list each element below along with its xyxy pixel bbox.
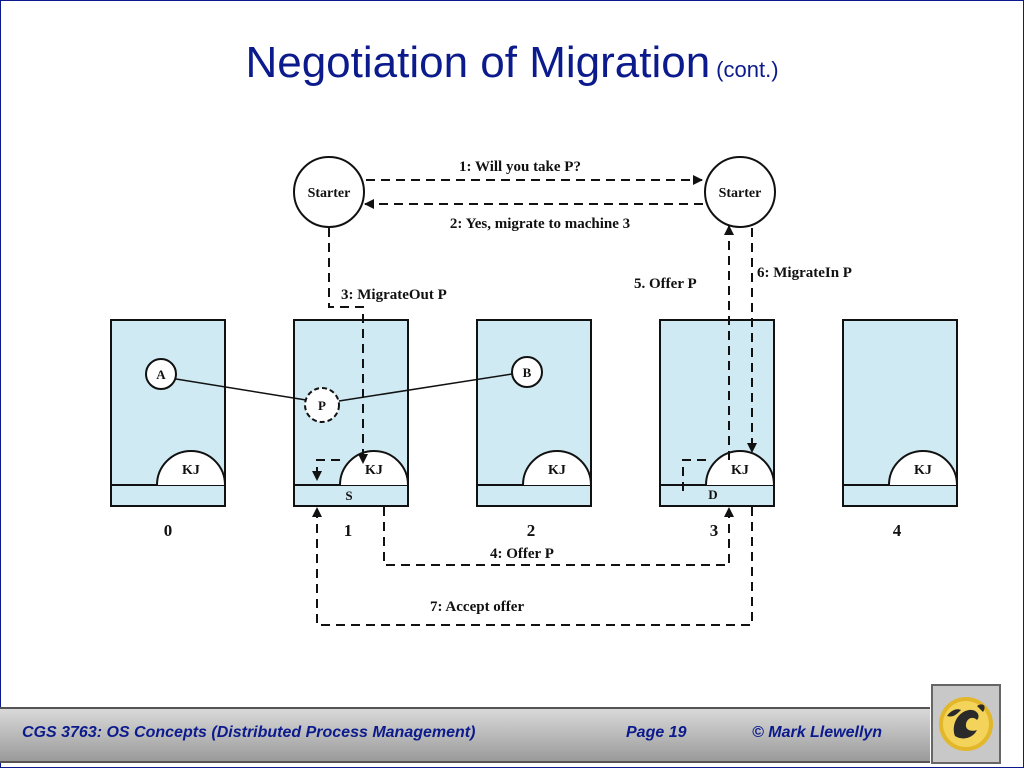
kernel-label-3: KJ [731, 463, 749, 478]
marker-s: S [345, 488, 352, 503]
link-p-b [338, 373, 513, 402]
kernel-label-2: KJ [548, 463, 566, 478]
footer-course: CGS 3763: OS Concepts (Distributed Proce… [22, 724, 476, 741]
footer-author: © Mark Llewellyn [752, 724, 883, 741]
msg-5-label: 5. Offer P [634, 276, 697, 292]
link-a-p [175, 378, 307, 401]
msg-6-label: 6: MigrateIn P [757, 265, 852, 281]
machine-label-2: 2 [527, 521, 536, 540]
machine-3: KJ D 3 [659, 319, 775, 540]
msg-1-label: 1: Will you take P? [459, 159, 581, 175]
arrow-msg-3 [328, 228, 368, 464]
arrow-msg-4 [383, 507, 734, 566]
title-main: Negotiation of Migration [245, 38, 711, 87]
kernel-label-0: KJ [182, 463, 200, 478]
starter-right-label: Starter [719, 186, 762, 201]
arrow-dest-tail [682, 459, 706, 492]
starter-right: Starter [704, 156, 776, 228]
ucf-pegasus-logo [931, 684, 1001, 764]
machine-label-4: 4 [893, 521, 902, 540]
marker-d: D [708, 487, 717, 502]
starter-left: Starter [293, 156, 365, 228]
msg-4-label: 4: Offer P [490, 546, 554, 562]
process-a-label: A [156, 367, 166, 382]
arrow-msg-3-tail [312, 459, 340, 481]
process-b: B [511, 356, 543, 388]
machine-2: KJ 2 [476, 319, 592, 540]
msg-2-label: 2: Yes, migrate to machine 3 [450, 216, 630, 232]
migration-diagram: KJ 0 KJ S 1 KJ 2 KJ D 3 KJ 4 A [110, 156, 958, 626]
machine-4: KJ 4 [842, 319, 958, 540]
process-p: P [304, 387, 340, 423]
process-a: A [145, 358, 177, 390]
pegasus-icon [939, 697, 993, 751]
footer-bar: CGS 3763: OS Concepts (Distributed Proce… [0, 707, 930, 763]
machine-1: KJ S 1 [293, 319, 409, 540]
machine-label-3: 3 [710, 521, 719, 540]
message-arrows [312, 175, 757, 626]
kernel-label-4: KJ [914, 463, 932, 478]
kernel-label-1: KJ [365, 463, 383, 478]
machine-0: KJ 0 [110, 319, 226, 540]
process-p-label: P [318, 398, 326, 413]
msg-3-label: 3: MigrateOut P [341, 287, 447, 303]
footer-page: Page 19 [626, 724, 687, 741]
machine-label-1: 1 [344, 521, 353, 540]
arrow-msg-7 [312, 507, 753, 626]
process-b-label: B [523, 365, 532, 380]
msg-7-label: 7: Accept offer [430, 599, 524, 615]
starter-left-label: Starter [308, 186, 351, 201]
title-sub: (cont.) [716, 57, 779, 82]
machine-label-0: 0 [164, 521, 173, 540]
slide-title: Negotiation of Migration(cont.) [0, 38, 1024, 88]
